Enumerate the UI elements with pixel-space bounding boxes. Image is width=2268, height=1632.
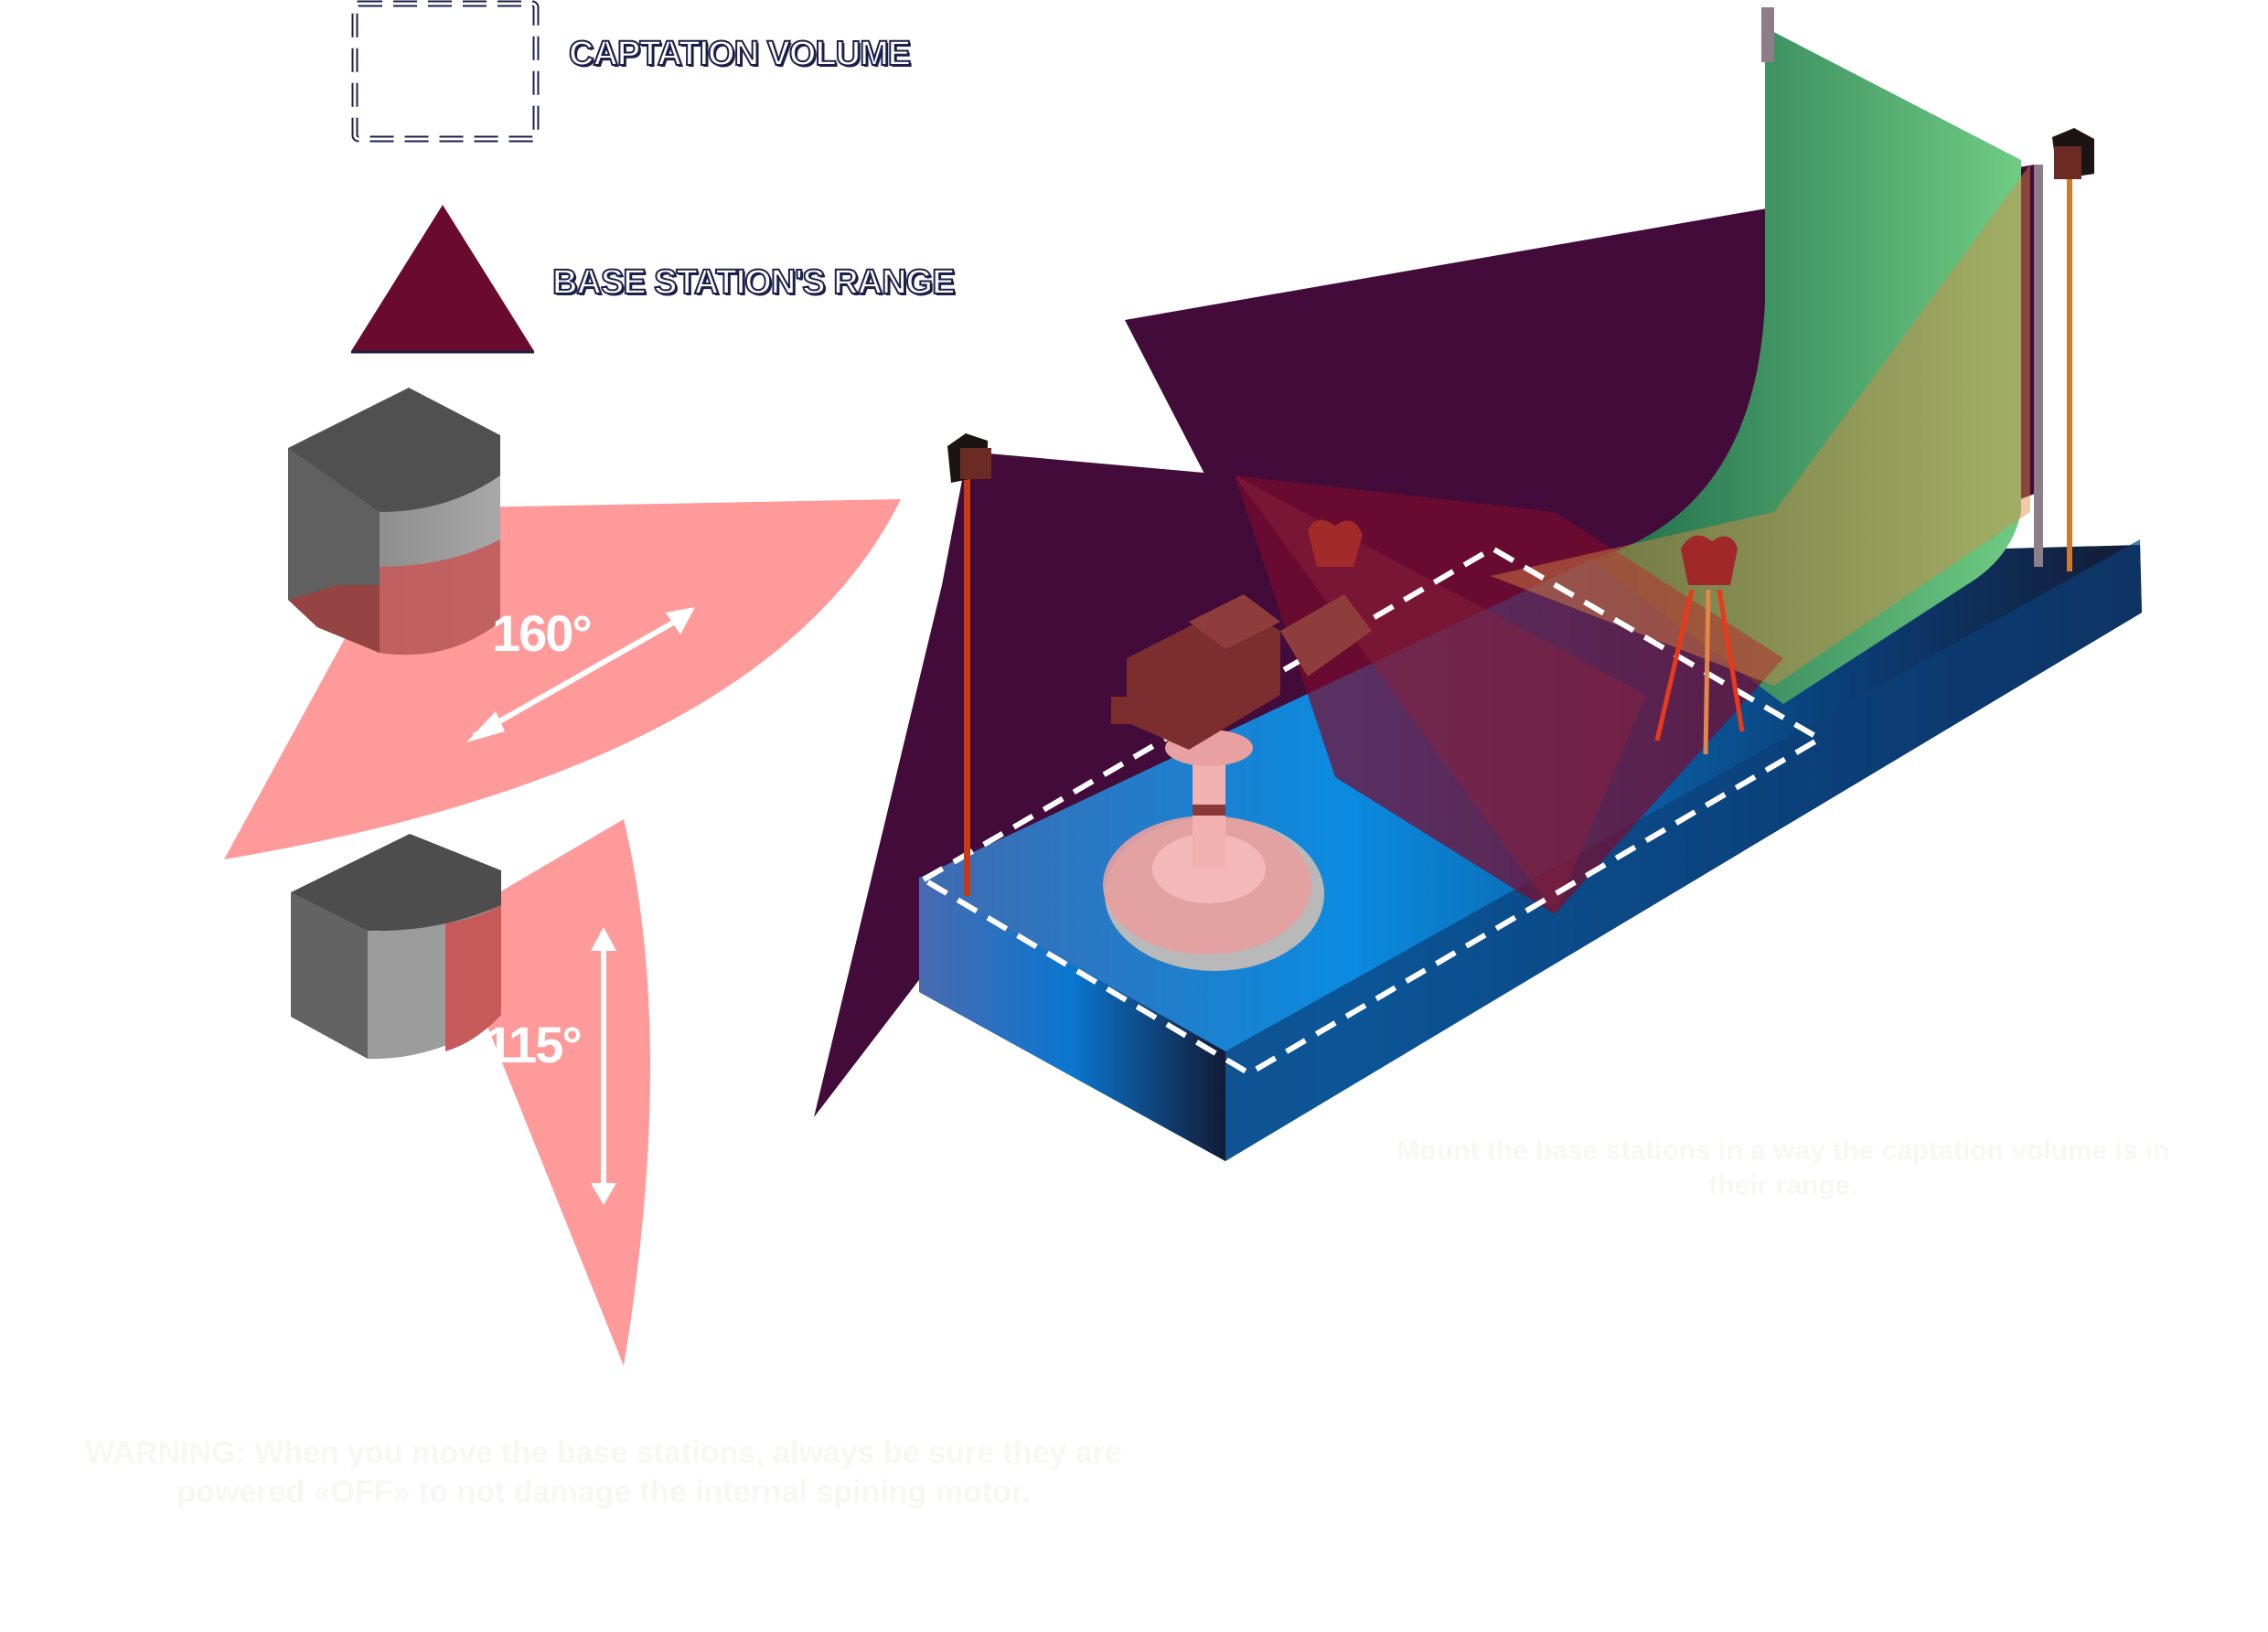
warning-caption: WARNING: When you move the base stations…	[85, 1435, 1122, 1509]
horizontal-fov-arrow	[472, 612, 690, 739]
angle-label-horizontal: 160°	[492, 604, 593, 662]
base-station-left	[947, 433, 991, 896]
instruction-caption: Mount the base stations in a way the cap…	[1396, 1136, 2170, 1200]
green-screen	[1591, 7, 2021, 704]
range-wedge-lower	[1235, 475, 1646, 914]
tracker-on-tripod	[1654, 535, 1745, 755]
base-station-right	[2034, 128, 2094, 571]
dashed-square-icon	[351, 0, 540, 143]
base-station-icon-vertical	[291, 834, 501, 1060]
legend-label-captation-volume: CAPTATION VOLUME	[568, 34, 912, 74]
camera-on-stand	[1103, 594, 1372, 971]
legend-label-base-station-range: BASE STATION'S RANGE	[551, 262, 956, 303]
angle-label-vertical: 115°	[485, 1016, 583, 1073]
tracker-on-camera	[1308, 519, 1363, 567]
legend-captation-volume	[351, 0, 540, 143]
base-station-icon-horizontal	[288, 388, 500, 656]
triangle-icon	[351, 205, 534, 351]
legend-base-station-range	[351, 205, 534, 354]
range-overlap-orange	[1491, 165, 2030, 686]
